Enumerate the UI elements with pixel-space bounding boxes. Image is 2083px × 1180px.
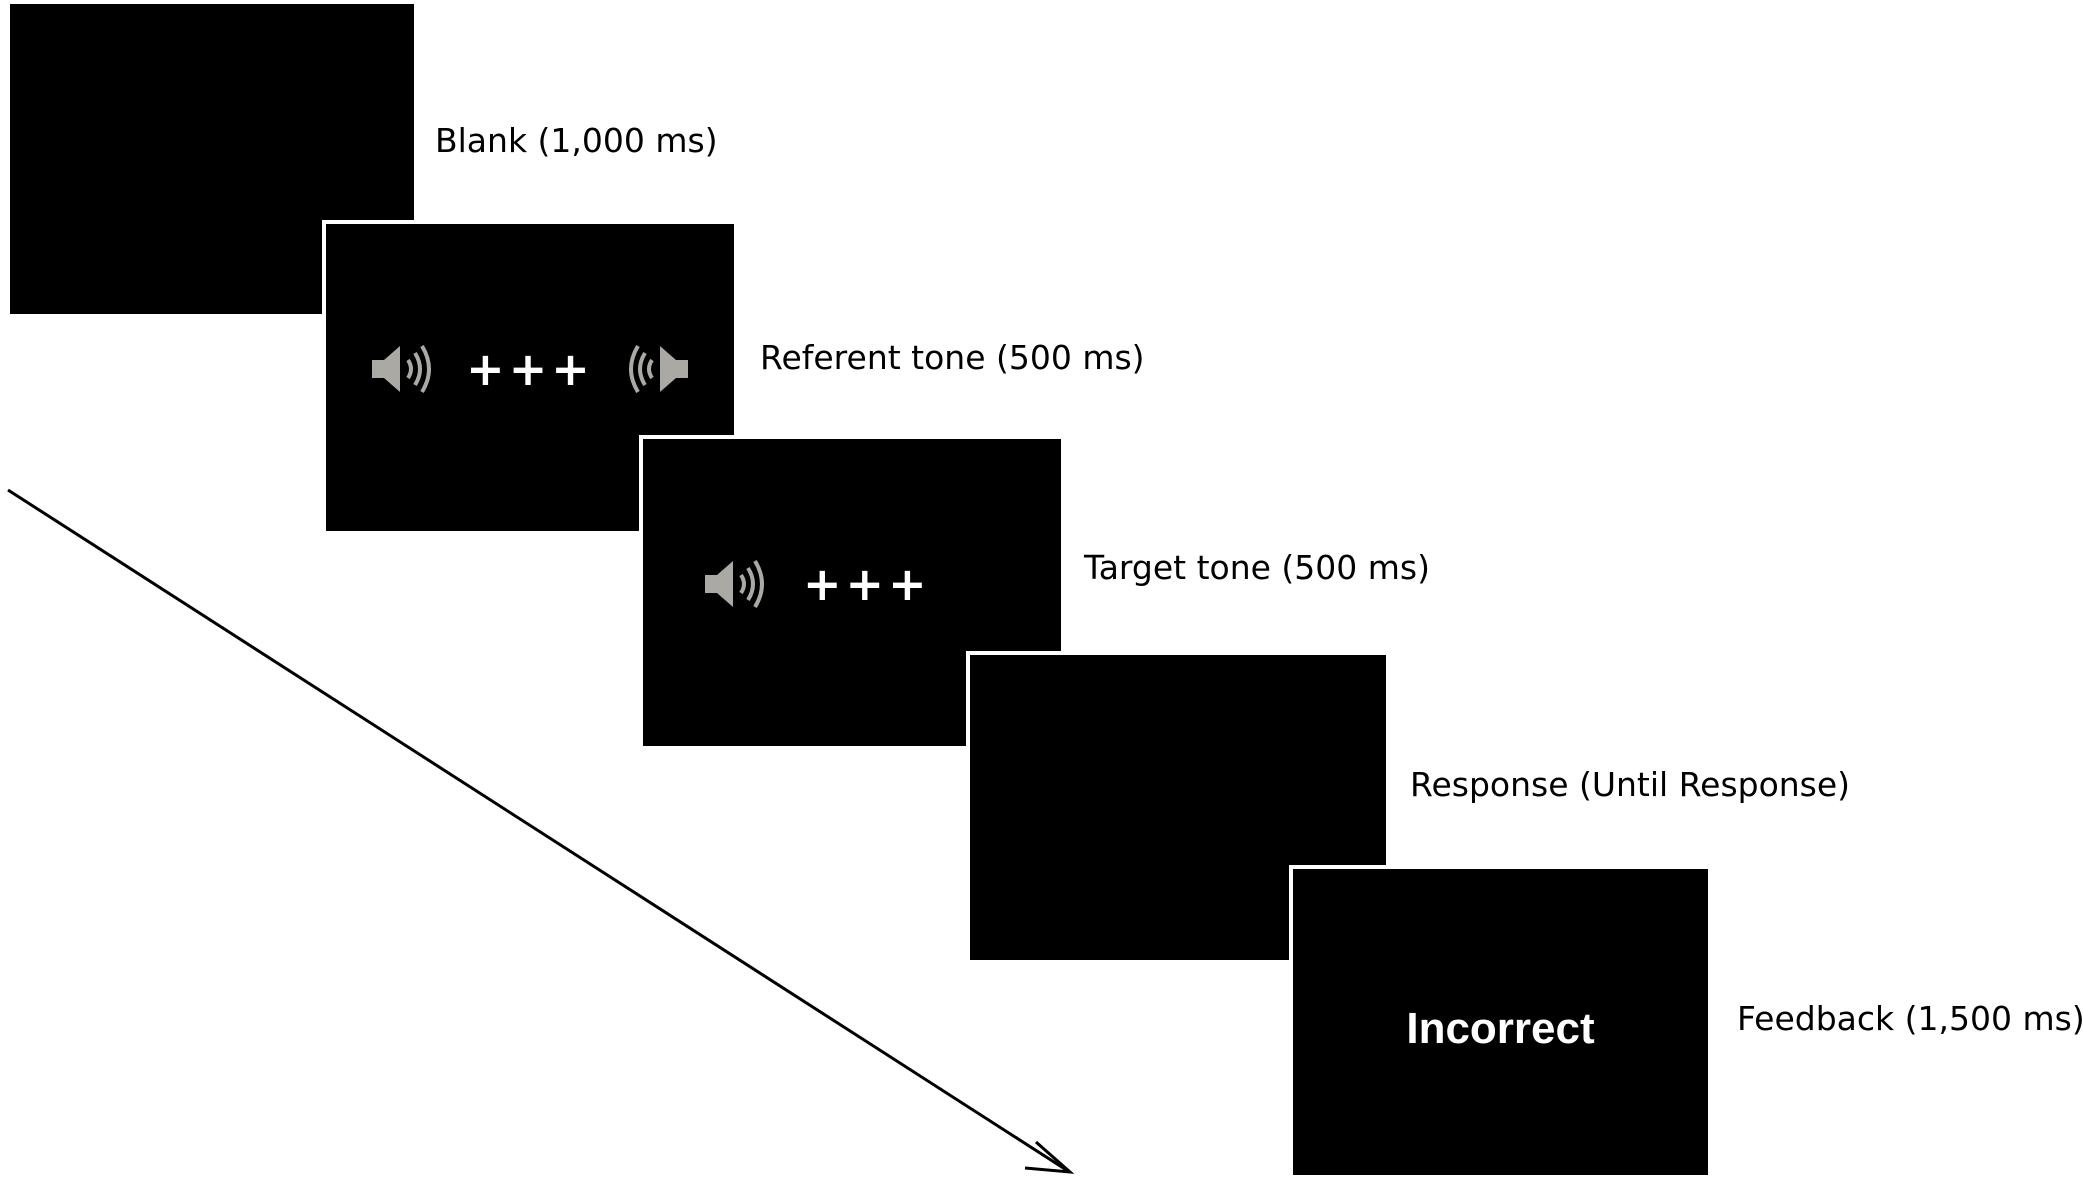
target-tone-content: +++ [643,549,1061,619]
speaker-left-icon [628,344,688,394]
feedback-caption: Feedback (1,500 ms) [1737,999,2083,1038]
blank-caption: Blank (1,000 ms) [435,121,718,160]
time-arrow-head [1024,1140,1075,1174]
response-caption: Response (Until Response) [1410,765,1851,804]
target-tone-caption: Target tone (500 ms) [1084,548,1430,587]
speaker-right-icon [372,344,432,394]
feedback-text: Incorrect [1406,1004,1595,1053]
fixation-cross: +++ [803,557,931,611]
fixation-cross: +++ [466,342,594,396]
feedback-screen: Incorrect [1289,865,1712,1179]
referent-tone-caption: Referent tone (500 ms) [760,338,1145,377]
referent-tone-content: +++ [326,334,734,404]
feedback-content: Incorrect [1293,999,1708,1059]
speaker-right-icon [705,559,764,609]
